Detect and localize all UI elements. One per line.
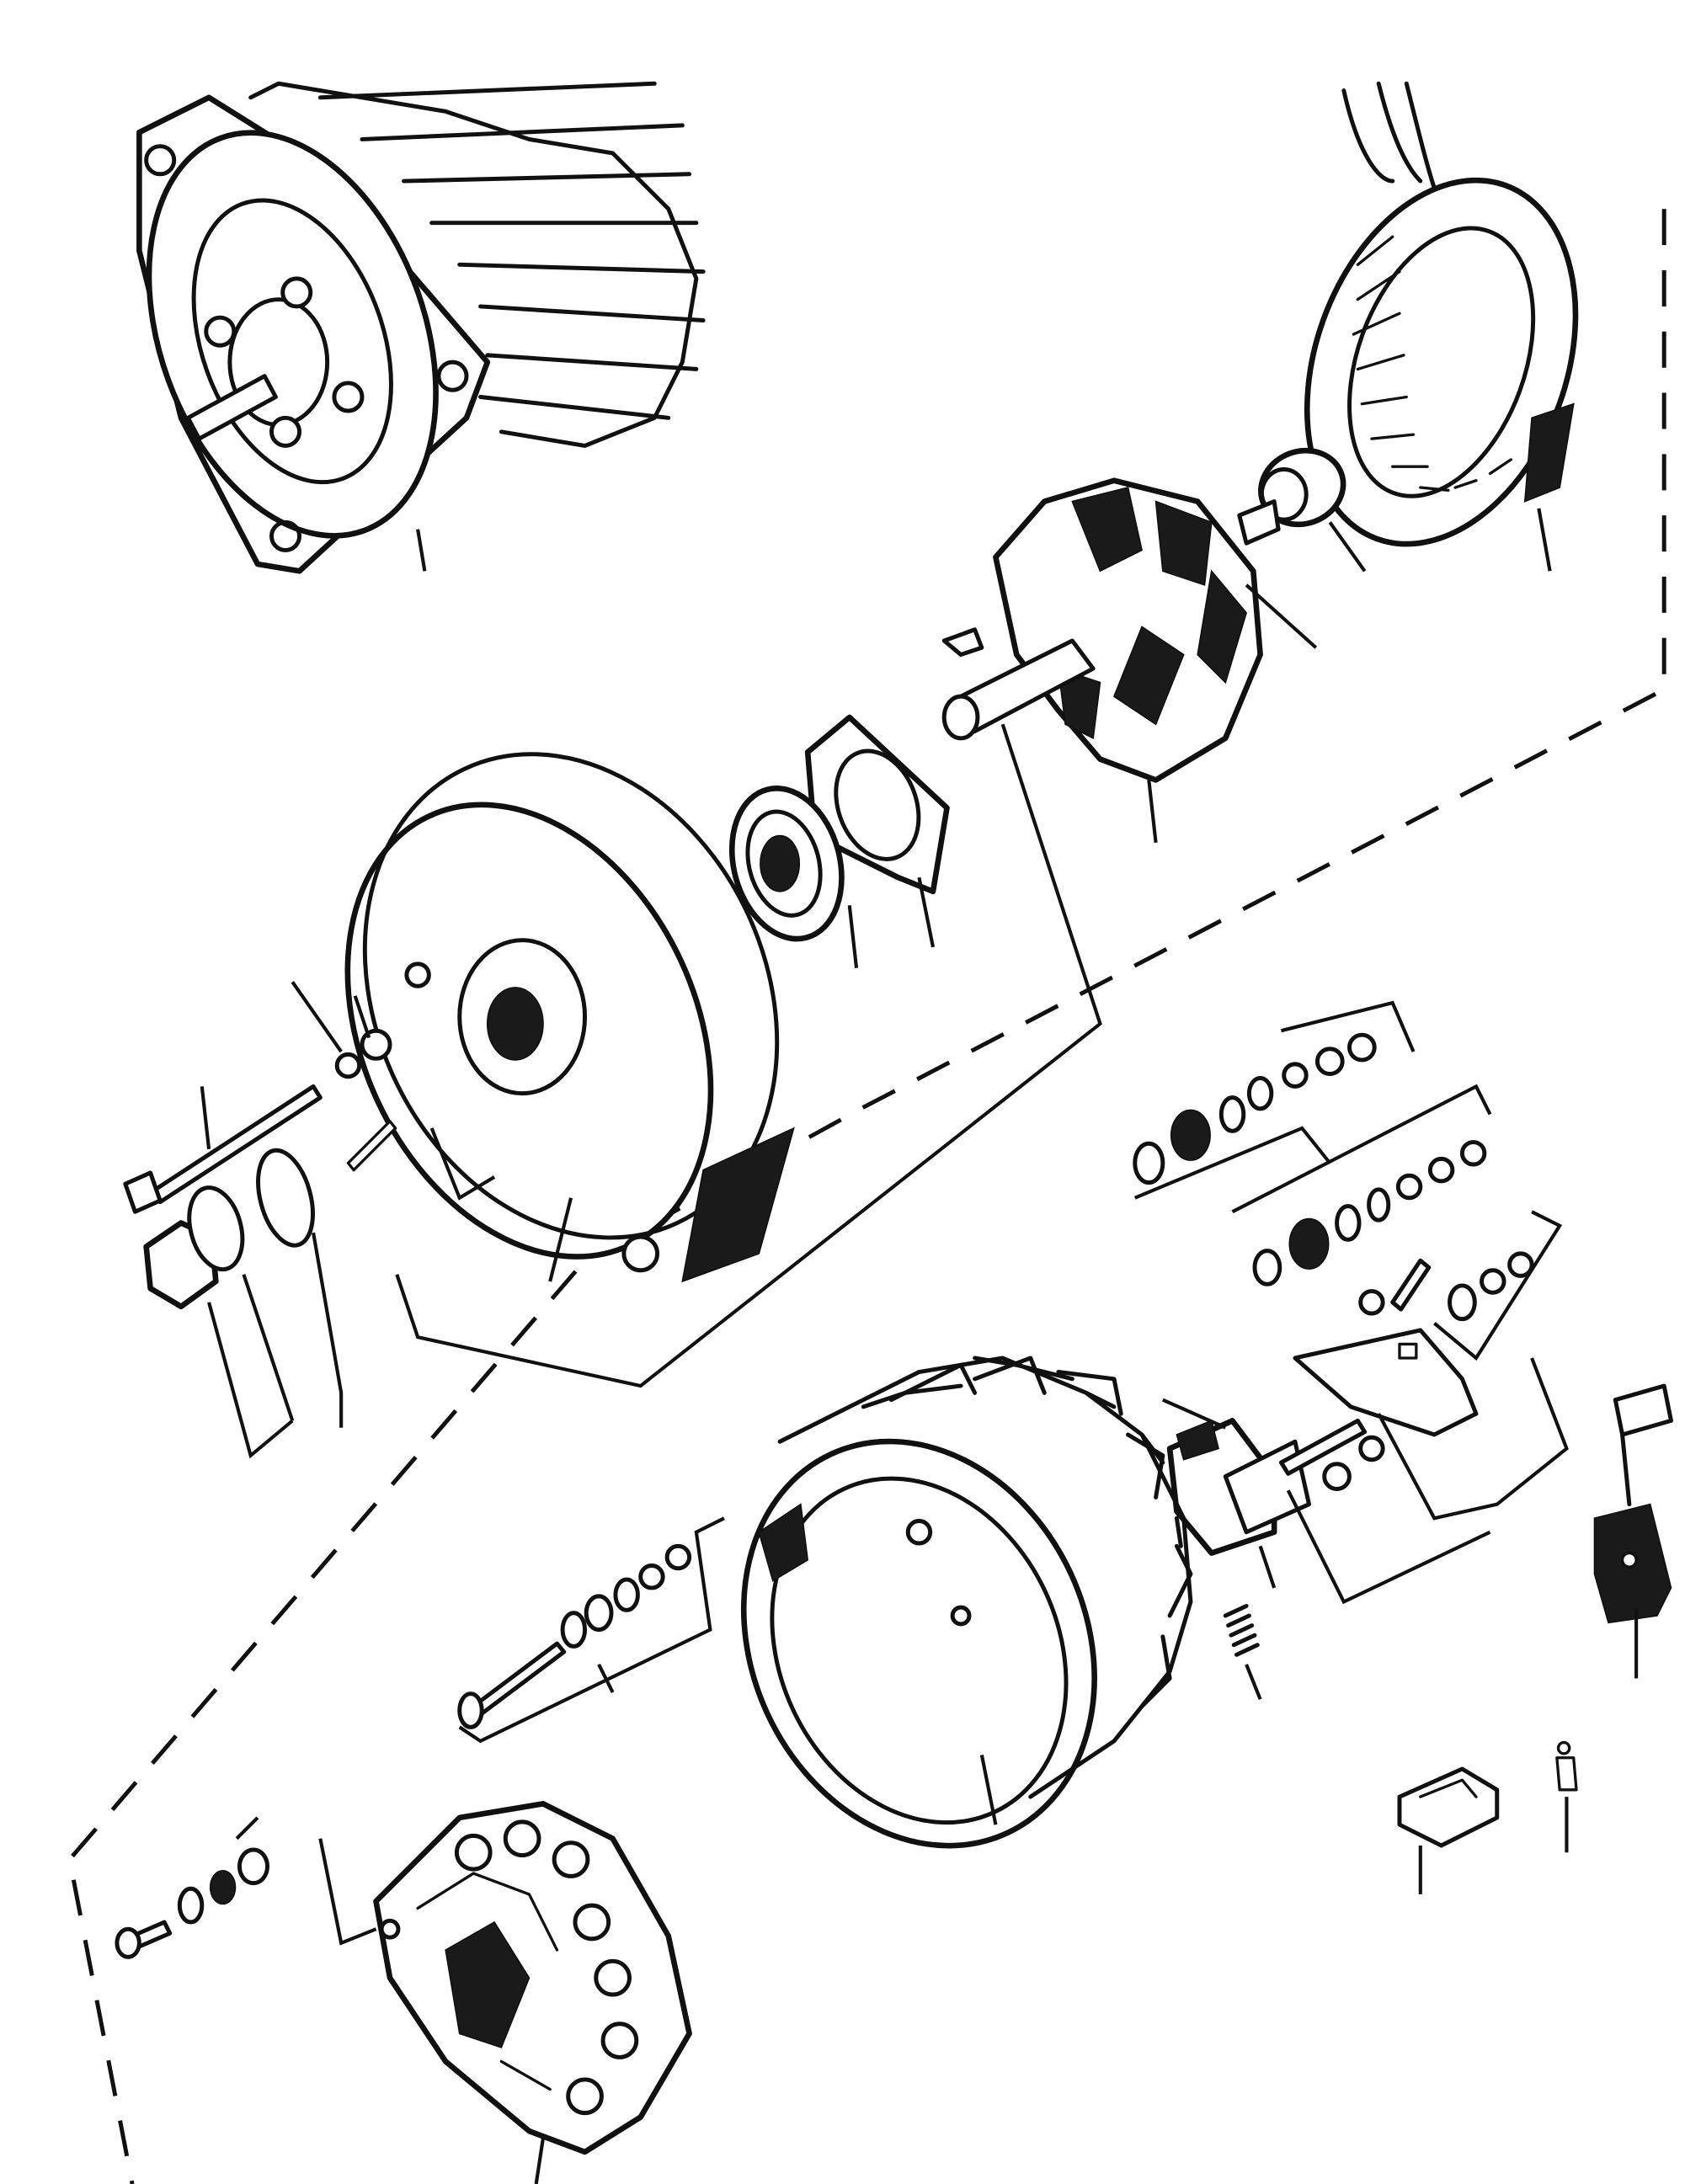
leader-shaft-group [395, 723, 1102, 1388]
leader-cover-plate [1377, 1357, 1569, 1521]
key-icon [941, 627, 984, 658]
leader-needle-bearing [1328, 521, 1367, 573]
cover-plate-icon [1293, 1328, 1479, 1437]
capacitor-icon [1593, 1383, 1673, 1624]
leader-regulator-hardware [1286, 1489, 1491, 1605]
leader-end-shield [548, 1197, 573, 1282]
screw-icon [457, 1543, 692, 1729]
washer-pair-icon [334, 1028, 397, 1172]
leader-rectifier [534, 2138, 545, 2184]
hardware-stack-icon-b [1252, 1140, 1487, 1286]
leader-assembled-alternator [416, 529, 427, 572]
assembled-alternator-icon [136, 81, 706, 574]
rectifier-icon [373, 1801, 692, 2155]
leader-housing [979, 1755, 998, 1825]
leader-washers [291, 981, 371, 1053]
leader-spring [1245, 1664, 1262, 1701]
needle-bearing-icon [1258, 447, 1346, 528]
leader-rotor [1147, 780, 1158, 844]
leader-hardware-a [1133, 1000, 1416, 1200]
bolt-icon [123, 1084, 323, 1214]
leader-screw-set [458, 1516, 725, 1744]
leader-retainer-plate [917, 876, 936, 948]
nut-icon [143, 1148, 315, 1310]
leader-regulator [1162, 1398, 1277, 1589]
leader-pulley-set [207, 1232, 344, 1459]
leader-shield-bracket [429, 1127, 496, 1201]
leader-rectifier-hardware [235, 1816, 377, 1946]
hardware-stack-icon [1133, 1032, 1377, 1185]
hardware-stack-icon-d [115, 1847, 269, 1959]
pin-icon [1555, 1740, 1578, 1792]
regulator-icon [1166, 1418, 1385, 1556]
stator-winding-icon [1304, 81, 1579, 547]
leader-ball-bearing [847, 905, 859, 968]
housing-icon [740, 1356, 1193, 1849]
hardware-stack-icon-c [1358, 1251, 1534, 1322]
connector-icon [1397, 1766, 1500, 1848]
leader-rotor-key [1245, 583, 1318, 649]
leader-stator [1537, 508, 1552, 572]
leader-through-bolt [200, 1086, 211, 1150]
leader-hardware-c [1433, 1210, 1563, 1361]
rotor-icon [941, 477, 1281, 783]
ball-bearing-icon [728, 785, 845, 942]
spring-icon [1223, 1603, 1260, 1657]
leader-hardware-b [1231, 1084, 1492, 1214]
